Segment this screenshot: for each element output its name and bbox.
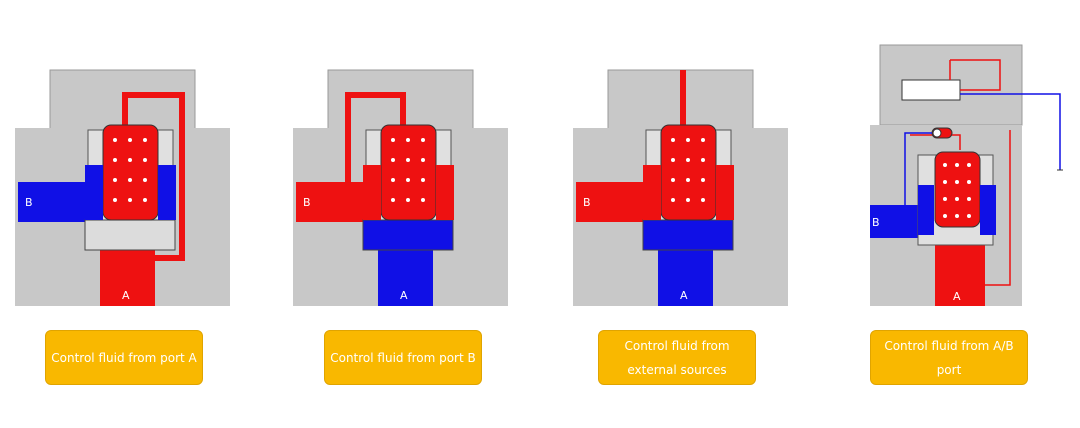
port-a-label: A <box>122 289 130 302</box>
panel-ab-port: B A Control fluid from A/B port <box>810 0 1080 428</box>
caption-line-1: Control fluid from <box>624 338 730 353</box>
caption-external: Control fluid from external sources <box>598 330 756 385</box>
valve-diagram-external: B A <box>573 69 788 306</box>
panel-external: B A Control fluid from external sources <box>558 0 828 428</box>
port-b-label: B <box>25 196 33 209</box>
caption-port-b: Control fluid from port B <box>324 330 482 385</box>
port-b-label: B <box>303 196 311 209</box>
caption-line-2: external sources <box>627 362 727 377</box>
port-a-label: A <box>680 289 688 302</box>
port-a-label: A <box>400 289 408 302</box>
valve-diagram-port-a: B A <box>15 69 230 306</box>
panel-port-b: B A Control fluid from port B <box>278 0 548 428</box>
panel-port-a: B A Control fluid from port A <box>0 0 270 428</box>
valve-diagram-port-b: B A <box>293 69 508 306</box>
valve-diagram-ab-port: B A <box>870 44 1063 306</box>
caption-port-a: Control fluid from port A <box>45 330 203 385</box>
port-b-label: B <box>583 196 591 209</box>
port-b-label: B <box>872 216 880 229</box>
caption-ab-port: Control fluid from A/B port <box>870 330 1028 385</box>
port-a-label: A <box>953 290 961 303</box>
